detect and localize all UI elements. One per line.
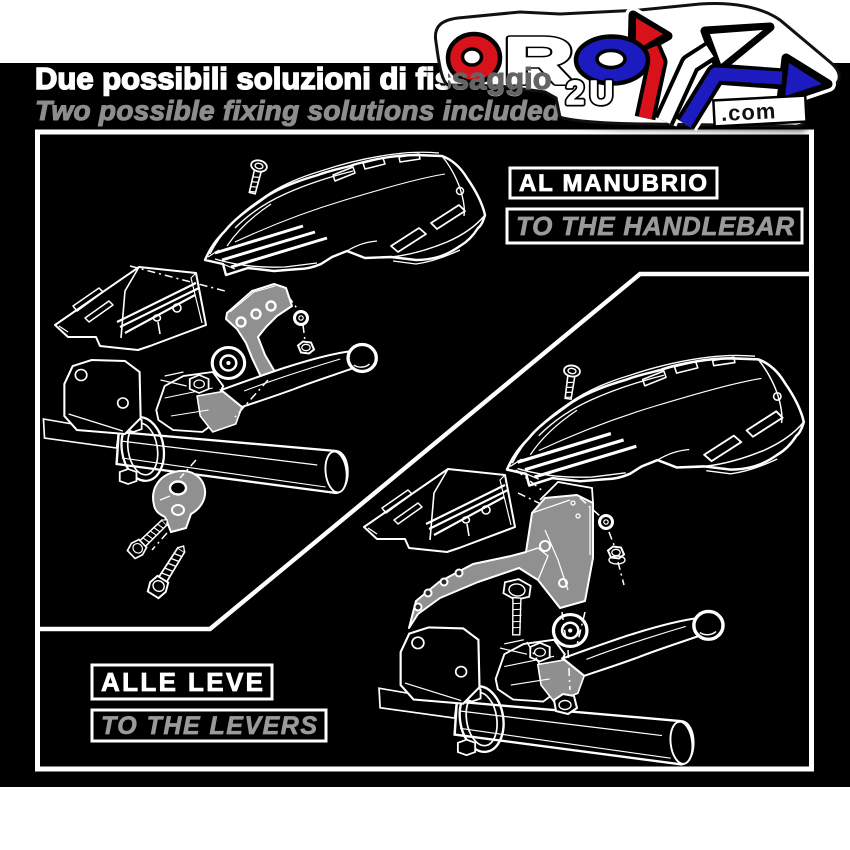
svg-text:2U: 2U bbox=[566, 74, 618, 111]
svg-text:R: R bbox=[503, 24, 574, 98]
svg-text:Two possible fixing solutions: Two possible fixing solutions included bbox=[35, 95, 561, 126]
svg-text:AL MANUBRIO: AL MANUBRIO bbox=[519, 170, 707, 197]
svg-text:R: R bbox=[503, 24, 574, 98]
svg-text:ALLE LEVE: ALLE LEVE bbox=[101, 667, 263, 697]
svg-text:TO THE LEVERS: TO THE LEVERS bbox=[101, 712, 317, 740]
svg-text:TO THE HANDLEBAR: TO THE HANDLEBAR bbox=[516, 211, 794, 241]
svg-text:2U: 2U bbox=[566, 74, 618, 111]
svg-text:Due possibili soluzioni di fis: Due possibili soluzioni di fissaggio bbox=[35, 61, 552, 96]
svg-text:.com: .com bbox=[720, 98, 777, 126]
